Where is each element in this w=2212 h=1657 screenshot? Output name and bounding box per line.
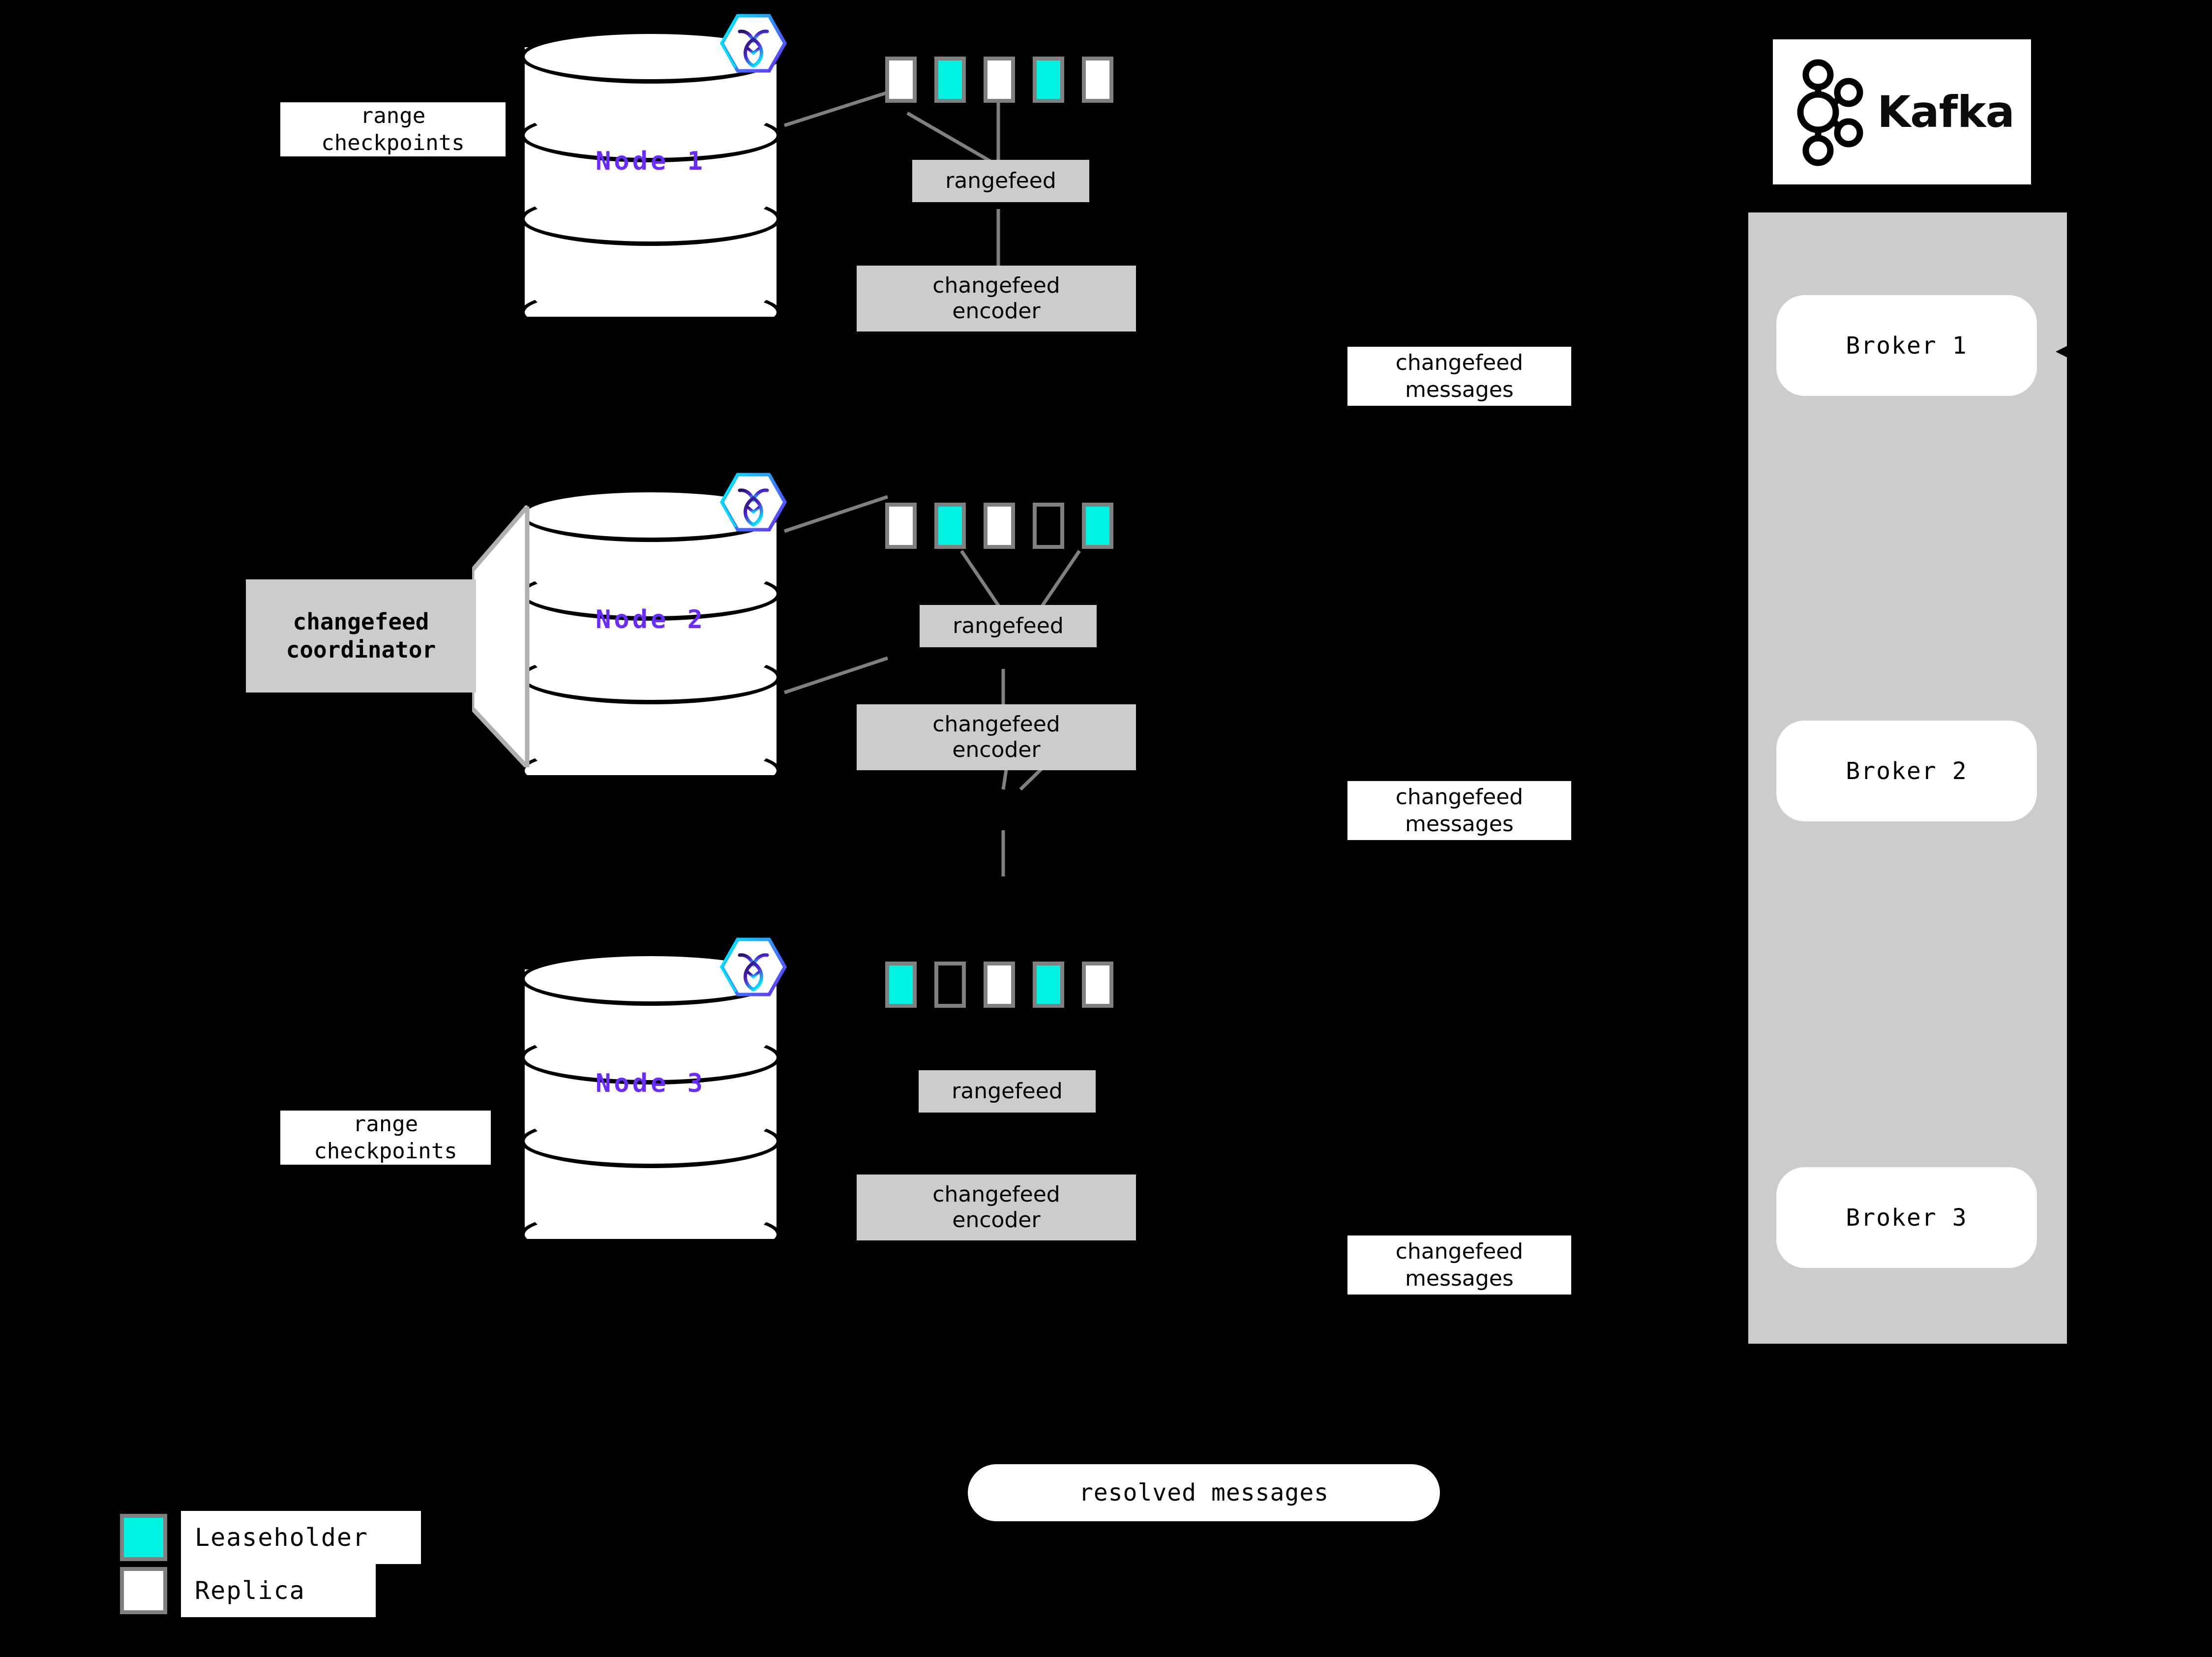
- changefeed-messages-label-3: changefeed messages: [1347, 1235, 1571, 1295]
- node-3-changefeed-encoder-box[interactable]: changefeed encoder: [857, 1175, 1136, 1240]
- broker-label: Broker 3: [1846, 1204, 1968, 1232]
- cylinder-bottom: [520, 744, 781, 798]
- node-2-label: Node 2: [596, 605, 706, 634]
- range-box-leaseholder[interactable]: [934, 503, 966, 549]
- cylinder-body: [520, 47, 781, 317]
- resolved-messages-pill[interactable]: resolved messages: [968, 1464, 1440, 1521]
- flow-label-line1: changefeed: [1395, 1239, 1524, 1264]
- cylinder-band-2: [520, 192, 781, 246]
- kafka-logo-icon: [1797, 59, 1863, 166]
- range-box-replica[interactable]: [984, 962, 1015, 1008]
- flow-label-line1: changefeed: [1395, 784, 1524, 810]
- coordinator-line2: coordinator: [286, 636, 436, 663]
- range-box-empty[interactable]: [1033, 503, 1064, 549]
- legend-text: Leaseholder: [195, 1523, 369, 1552]
- range-box-leaseholder[interactable]: [885, 962, 917, 1008]
- rangefeed-label: rangefeed: [953, 613, 1064, 639]
- range-box-replica[interactable]: [984, 503, 1015, 549]
- legend-swatch-leaseholder: [120, 1514, 167, 1561]
- flow-label-line2: messages: [1405, 377, 1514, 402]
- changefeed-messages-label-1: changefeed messages: [1347, 347, 1571, 406]
- range-box-replica[interactable]: [1082, 962, 1113, 1008]
- encoder-label-line2: encoder: [952, 737, 1041, 762]
- rangefeed-label: rangefeed: [952, 1079, 1063, 1104]
- node-2-changefeed-encoder-box[interactable]: changefeed encoder: [857, 704, 1136, 770]
- encoder-label-line1: changefeed: [932, 1182, 1060, 1207]
- flow-label-line2: messages: [1405, 1266, 1514, 1291]
- node-1-cylinder: Node 1: [520, 30, 781, 339]
- broker-label: Broker 1: [1846, 331, 1968, 360]
- node-2-rangefeed-box[interactable]: rangefeed: [920, 605, 1097, 647]
- encoder-label-line2: encoder: [952, 1207, 1041, 1233]
- cockroachdb-hexagon-icon: [712, 11, 791, 90]
- node-1-changefeed-encoder-box[interactable]: changefeed encoder: [857, 266, 1136, 331]
- cylinder-band-1: [520, 1030, 781, 1085]
- cockroachdb-hexagon-icon: [712, 934, 791, 1013]
- kafka-wordmark: Kafka: [1877, 87, 2015, 137]
- node-1-rangefeed-box[interactable]: rangefeed: [912, 160, 1089, 202]
- cylinder-band-2: [520, 650, 781, 704]
- changefeed-coordinator-box[interactable]: changefeed coordinator: [246, 579, 476, 693]
- node-3-label: Node 3: [596, 1069, 706, 1098]
- resolved-messages-label: resolved messages: [1078, 1479, 1329, 1506]
- broker-3[interactable]: Broker 3: [1776, 1167, 2037, 1268]
- flow-label-line2: messages: [1405, 812, 1514, 837]
- range-box-leaseholder[interactable]: [1033, 57, 1064, 103]
- cylinder-bottom: [520, 285, 781, 339]
- flow-label-line1: changefeed: [1395, 350, 1524, 375]
- range-box-leaseholder[interactable]: [1033, 962, 1064, 1008]
- legend-swatch-replica: [120, 1567, 167, 1614]
- kafka-inbound-arrowheads: [2056, 342, 2075, 362]
- broker-label: Broker 2: [1846, 757, 1968, 785]
- cockroachdb-hexagon-icon: [712, 470, 791, 548]
- node-3-rangefeed-box[interactable]: rangefeed: [919, 1070, 1096, 1113]
- range-box-replica[interactable]: [1082, 57, 1113, 103]
- range-box-replica[interactable]: [984, 57, 1015, 103]
- legend-label-replica: Replica: [181, 1564, 376, 1617]
- node-3-range-checkpoints-label: range checkpoints: [280, 1111, 491, 1165]
- encoder-label-line2: encoder: [952, 299, 1041, 324]
- cylinder-band-1: [520, 108, 781, 162]
- cylinder-body: [520, 969, 781, 1239]
- broker-1[interactable]: Broker 1: [1776, 295, 2037, 396]
- range-box-replica[interactable]: [885, 57, 917, 103]
- node-1-label: Node 1: [596, 147, 706, 176]
- changefeed-coordinator-flag: [472, 507, 530, 767]
- rangefeed-label: rangefeed: [945, 168, 1056, 194]
- changefeed-messages-label-2: changefeed messages: [1347, 781, 1571, 840]
- range-box-empty[interactable]: [934, 962, 966, 1008]
- broker-2[interactable]: Broker 2: [1776, 721, 2037, 821]
- range-box-leaseholder[interactable]: [1082, 503, 1113, 549]
- cylinder-band-2: [520, 1114, 781, 1168]
- cylinder-bottom: [520, 1207, 781, 1262]
- range-box-replica[interactable]: [885, 503, 917, 549]
- encoder-label-line1: changefeed: [932, 273, 1060, 299]
- kafka-logo: Kafka: [1773, 39, 2031, 184]
- range-checkpoints-line2: checkpoints: [314, 1139, 457, 1164]
- encoder-label-line1: changefeed: [932, 712, 1060, 737]
- cylinder-body: [520, 506, 781, 775]
- coordinator-line1: changefeed: [293, 608, 429, 635]
- range-checkpoints-line1: range: [353, 1112, 418, 1137]
- legend-text: Replica: [195, 1576, 305, 1605]
- node-1-range-checkpoints-label: range checkpoints: [280, 102, 506, 156]
- range-checkpoints-line2: checkpoints: [321, 130, 465, 155]
- range-checkpoints-line1: range: [360, 103, 426, 128]
- range-box-leaseholder[interactable]: [934, 57, 966, 103]
- legend-label-leaseholder: Leaseholder: [181, 1511, 421, 1564]
